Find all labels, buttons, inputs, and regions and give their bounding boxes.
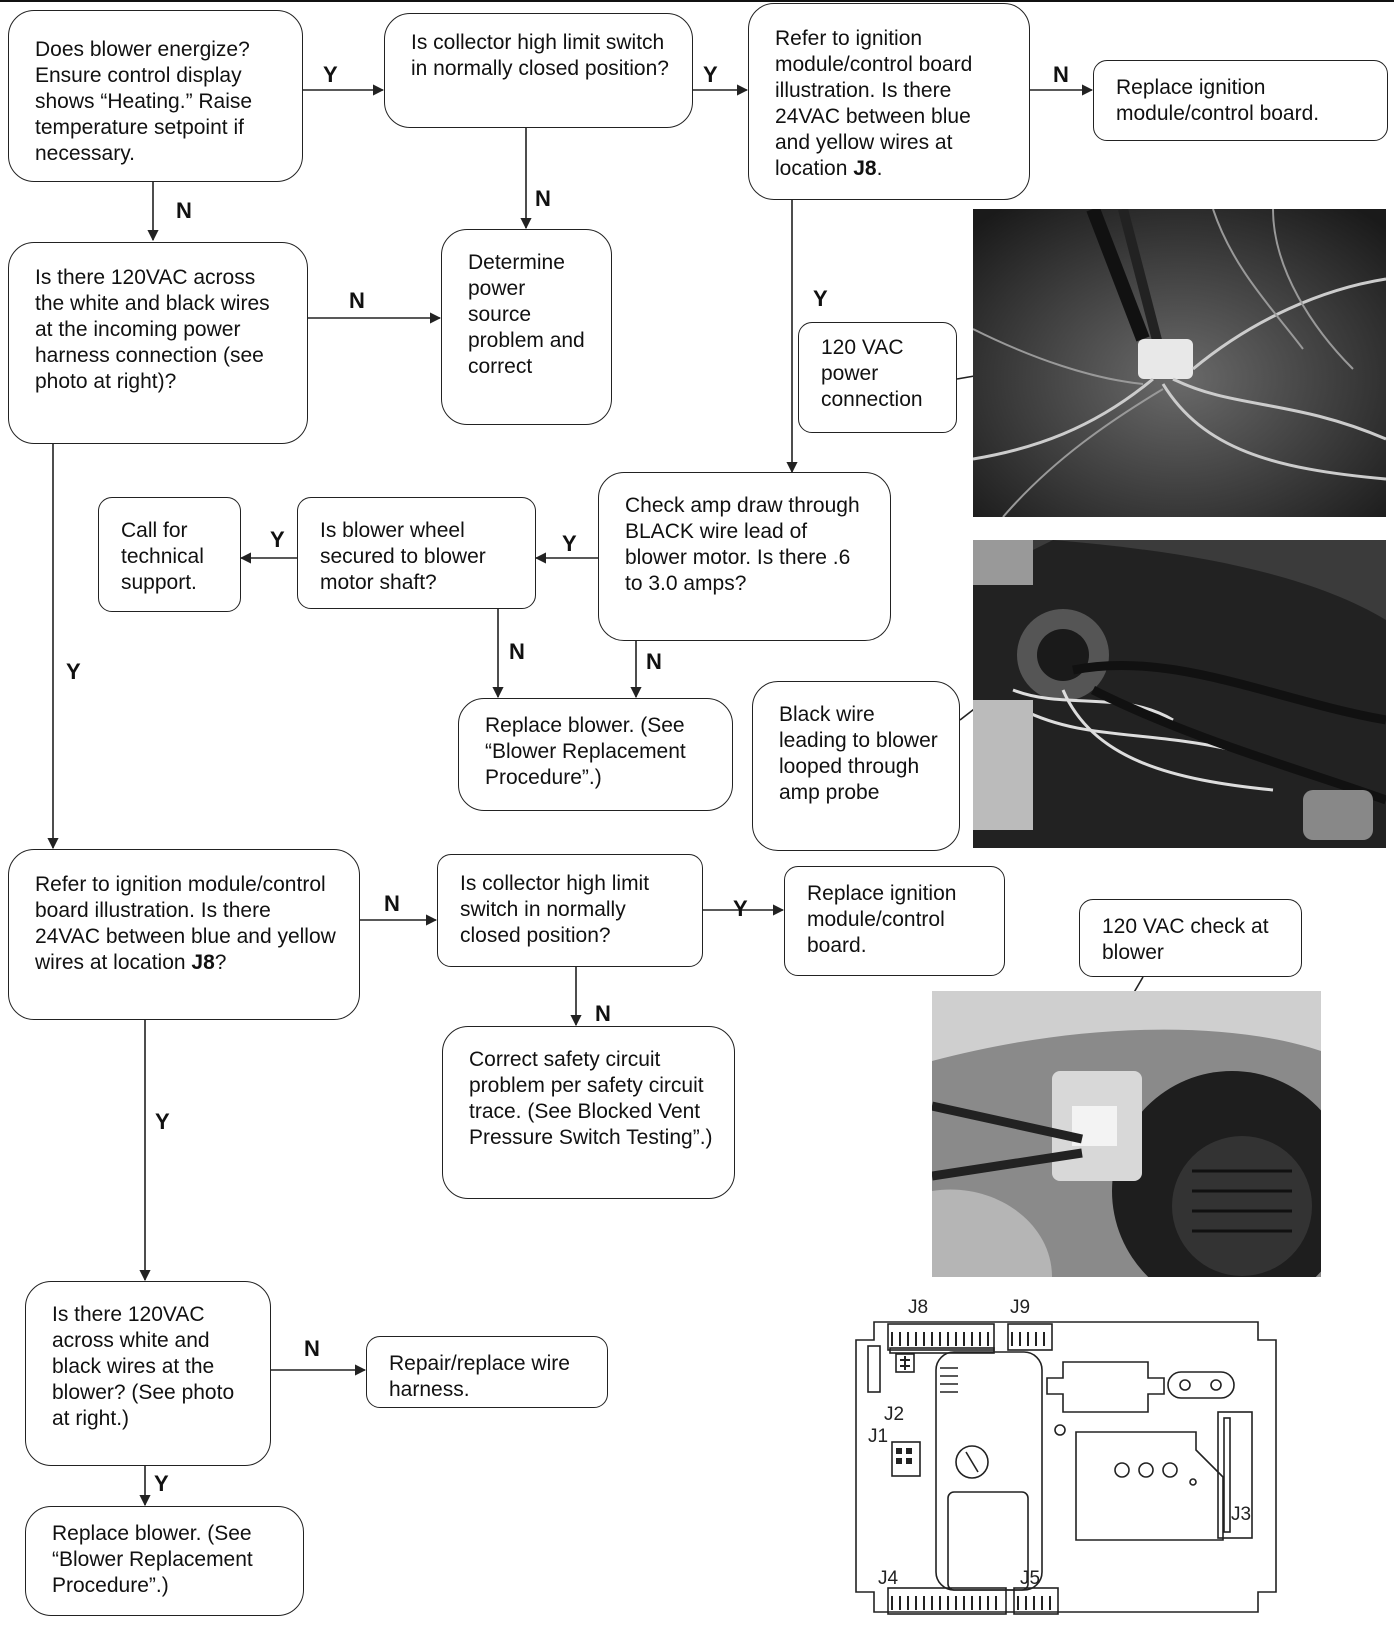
- edge-label-n: N: [509, 639, 525, 664]
- photo-blower-check: [932, 991, 1321, 1277]
- result-replace-module-2: Replace ignition module/control board.: [784, 866, 1005, 976]
- connector-j9-label: J9: [1010, 1297, 1030, 1318]
- edge-label-n: N: [595, 1001, 611, 1026]
- edge-label-y: Y: [562, 531, 577, 556]
- top-rule: [0, 0, 1394, 2]
- callout-black-wire: Black wire leading to blower looped thro…: [752, 681, 960, 851]
- control-board-diagram: J8 J9 J2 J1 J3 J4 J5: [855, 1297, 1277, 1615]
- edge-label-n: N: [646, 649, 662, 674]
- step-power-120vac: Is there 120VAC across the white and bla…: [8, 242, 308, 444]
- step-blower-120vac: Is there 120VAC across white and black w…: [25, 1281, 271, 1466]
- connector-j8-label: J8: [908, 1297, 928, 1318]
- edge-label-n: N: [535, 186, 551, 211]
- result-replace-blower-1: Replace blower. (See “Blower Replacement…: [458, 698, 733, 811]
- callout-blower-check: 120 VAC check at blower: [1079, 899, 1302, 977]
- edge-label-y: Y: [155, 1109, 170, 1134]
- edge-label-n: N: [1053, 62, 1069, 87]
- connector-j1-label: J1: [868, 1426, 888, 1447]
- step-high-limit-1: Is collector high limit switch in normal…: [384, 13, 693, 128]
- photo-amp-probe-graphic: [973, 540, 1386, 848]
- step-refer-j8-1-location: J8: [853, 157, 877, 180]
- edge-label-y: Y: [733, 896, 748, 921]
- edge-label-n: N: [304, 1336, 320, 1361]
- edge-label-y: Y: [66, 659, 81, 684]
- photo-amp-probe: [973, 540, 1386, 848]
- step-refer-j8-1-text: Refer to ignition module/control board i…: [775, 27, 973, 180]
- step-refer-j8-1: Refer to ignition module/control board i…: [748, 3, 1030, 200]
- step-high-limit-2: Is collector high limit switch in normal…: [437, 854, 703, 967]
- step-refer-j8-2-text: Refer to ignition module/control board i…: [35, 873, 336, 974]
- edge-label-y: Y: [813, 286, 828, 311]
- step-refer-j8-2-location: J8: [191, 951, 215, 974]
- result-safety-circuit: Correct safety circuit problem per safet…: [442, 1026, 735, 1199]
- callout-power-connection: 120 VAC power connection: [798, 322, 957, 433]
- edge-label-n: N: [384, 891, 400, 916]
- step-refer-j8-2: Refer to ignition module/control board i…: [8, 849, 360, 1020]
- result-replace-blower-2: Replace blower. (See “Blower Replacement…: [25, 1506, 304, 1616]
- connector-j4-label: J4: [878, 1568, 899, 1589]
- result-power-source: Determine power source problem and corre…: [441, 229, 612, 425]
- step-wheel-secured: Is blower wheel secured to blower motor …: [297, 497, 536, 609]
- result-repair-harness: Repair/replace wire harness.: [366, 1336, 608, 1408]
- photo-power-connection-graphic: [973, 209, 1386, 517]
- connector-j2-label: J2: [884, 1404, 904, 1425]
- photo-blower-check-graphic: [932, 991, 1321, 1277]
- connector-j3-label: J3: [1231, 1504, 1251, 1525]
- edge-label-y: Y: [270, 527, 285, 552]
- step-blower-energize: Does blower energize? Ensure control dis…: [8, 10, 303, 182]
- result-replace-module-1: Replace ignition module/control board.: [1093, 60, 1388, 141]
- edge-label-n: N: [349, 288, 365, 313]
- edge-label-y: Y: [323, 62, 338, 87]
- connector-j5-label: J5: [1020, 1568, 1040, 1589]
- photo-power-connection: [973, 209, 1386, 517]
- edge-label-y: Y: [154, 1471, 169, 1496]
- edge-label-n: N: [176, 198, 192, 223]
- step-check-amp: Check amp draw through BLACK wire lead o…: [598, 472, 891, 641]
- result-call-support: Call for technical support.: [98, 497, 241, 612]
- step-refer-j8-2-end: ?: [214, 951, 227, 974]
- edge-label-y: Y: [703, 62, 718, 87]
- step-refer-j8-1-end: .: [876, 157, 883, 180]
